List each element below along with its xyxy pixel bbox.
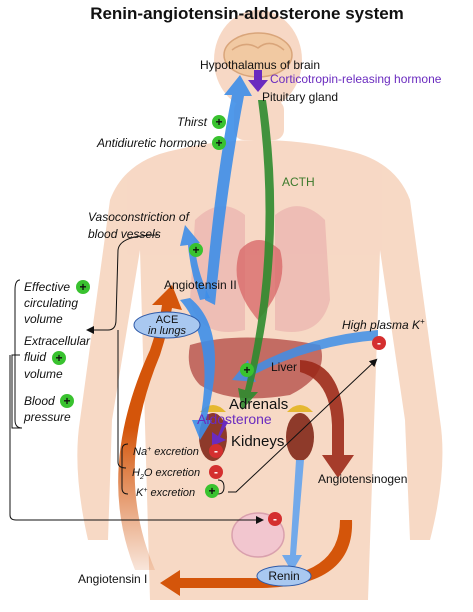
label-thirst: Thirst <box>177 115 208 129</box>
arrow-acth <box>238 100 275 410</box>
label-effective-3: volume <box>24 312 63 326</box>
label-h2o-excretion: H2O excretion <box>132 467 200 481</box>
label-angiotensinogen: Angiotensinogen <box>318 472 407 486</box>
label-effective-1: Effective <box>24 280 70 294</box>
label-ace-2: in lungs <box>148 325 186 337</box>
svg-text:+: + <box>215 136 222 150</box>
ace-pill: ACE in lungs <box>133 311 201 339</box>
plus-badge-blood-pressure: + <box>60 394 74 408</box>
renin-pill: Renin <box>256 565 312 587</box>
svg-text:+: + <box>192 243 199 257</box>
plus-badge-k-excretion: + <box>205 484 219 498</box>
label-ecf-3: volume <box>24 367 63 381</box>
label-bp-1: Blood <box>24 394 55 408</box>
arrow-aldosterone <box>212 420 228 446</box>
svg-text:+: + <box>79 280 86 294</box>
plus-badge-thirst: + <box>212 115 226 129</box>
plus-badge-effective-volume: + <box>76 280 90 294</box>
label-angiotensin2: Angiotensin II <box>164 278 237 292</box>
plus-badge-adh: + <box>212 136 226 150</box>
label-high-k: High plasma K+ <box>342 317 425 332</box>
feedback-lines <box>9 234 378 524</box>
plus-badge-liver: + <box>240 363 254 377</box>
svg-text:+: + <box>243 363 250 377</box>
svg-text:-: - <box>214 465 218 479</box>
arrow-crh <box>248 70 268 92</box>
label-ace-1: ACE <box>156 314 179 326</box>
svg-text:+: + <box>208 484 215 498</box>
label-bp-2: pressure <box>23 410 71 424</box>
label-effective-2: circulating <box>24 296 78 310</box>
label-adh: Antidiuretic hormone <box>96 136 207 150</box>
label-ecf-1: Extracellular <box>24 334 91 348</box>
arrow-to-vasoconstriction <box>180 225 210 300</box>
label-vasoconstriction-2: blood vessels <box>88 227 161 241</box>
minus-badge-h2o-excretion: - <box>209 465 223 479</box>
arrow-to-hypothalamus <box>205 75 252 305</box>
minus-badge-renin-feedback: - <box>268 512 282 526</box>
svg-text:-: - <box>273 512 277 526</box>
arrow-angiotensinogen <box>300 360 354 478</box>
label-aldosterone: Aldosterone <box>197 411 272 427</box>
label-k-excretion: K+ excretion <box>136 487 195 499</box>
svg-text:-: - <box>377 336 381 350</box>
label-na-excretion: Na+ excretion <box>133 446 199 458</box>
arrow-angiotensin1-to-angiotensin2 <box>118 285 182 570</box>
label-angiotensin1: Angiotensin I <box>78 572 147 586</box>
label-acth: ACTH <box>282 175 315 189</box>
label-liver: Liver <box>271 360 297 374</box>
svg-text:+: + <box>215 115 222 129</box>
page-title: Renin-angiotensin-aldosterone system <box>90 4 404 23</box>
label-pituitary: Pituitary gland <box>262 90 338 104</box>
svg-text:+: + <box>55 351 62 365</box>
plus-badge-ecf-volume: + <box>52 351 66 365</box>
label-ecf-2: fluid <box>24 350 46 364</box>
arrow-to-adrenals <box>180 298 215 440</box>
label-crh: Corticotropin-releasing hormone <box>270 72 442 86</box>
plus-badge-vasoconstriction: + <box>189 243 203 257</box>
label-vasoconstriction-1: Vasoconstriction of <box>88 210 191 224</box>
minus-badge-high-k: - <box>372 336 386 350</box>
label-hypothalamus: Hypothalamus of brain <box>200 58 320 72</box>
label-renin: Renin <box>268 569 299 583</box>
svg-text:-: - <box>214 444 218 458</box>
arrow-high-k-to-adrenals <box>232 330 378 382</box>
minus-badge-na-excretion: - <box>209 444 223 458</box>
label-adrenals: Adrenals <box>229 396 288 413</box>
svg-text:+: + <box>63 394 70 408</box>
label-kidneys: Kidneys <box>231 433 284 450</box>
arrow-kidneys-to-renin <box>282 460 304 572</box>
